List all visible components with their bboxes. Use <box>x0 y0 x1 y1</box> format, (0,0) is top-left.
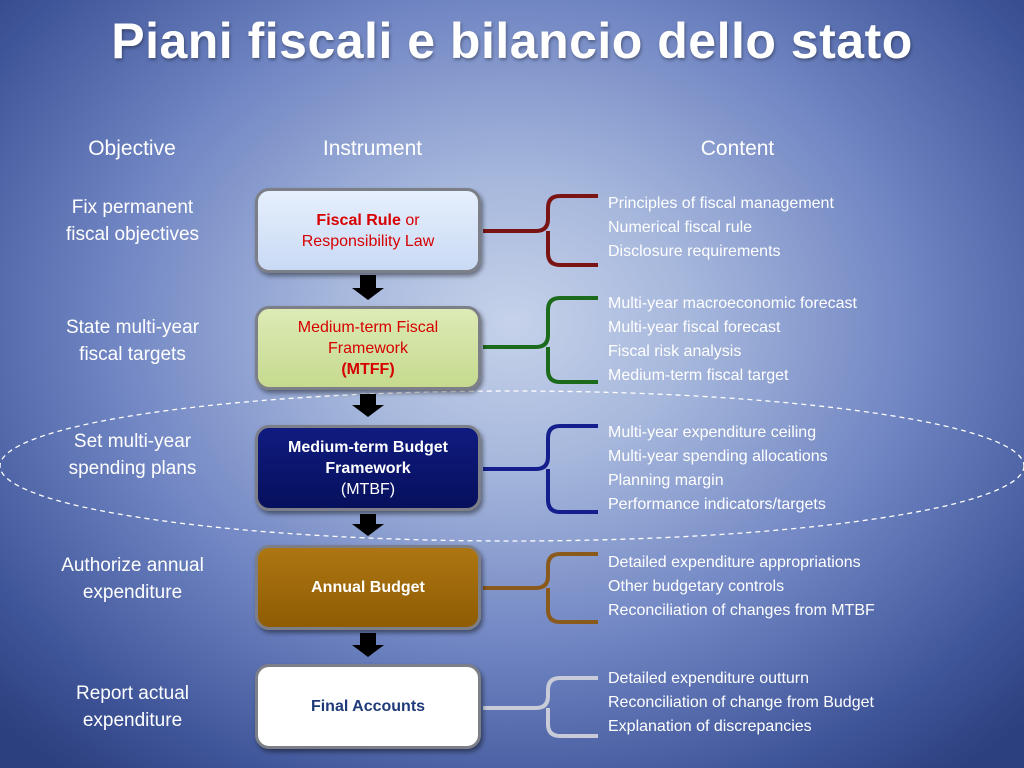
column-header-instrument: Instrument <box>322 137 423 160</box>
down-arrow-icon <box>352 514 384 536</box>
mtbf-acronym: (MTBF) <box>340 480 396 498</box>
objective-line: Authorize annual <box>61 555 204 576</box>
fiscal-rule-bold: Fiscal Rule <box>316 211 401 229</box>
fiscal-rule-line1: Fiscal Rule or <box>316 210 419 231</box>
objective-line: fiscal objectives <box>65 224 200 245</box>
box-annual-budget: Annual Budget <box>255 545 481 630</box>
content-list-mtbf: Multi-year expenditure ceiling Multi-yea… <box>608 421 1018 517</box>
content-list-final-accounts: Detailed expenditure outturn Reconciliat… <box>608 667 1018 739</box>
content-list-fiscal-rule: Principles of fiscal management Numerica… <box>608 192 1018 264</box>
mtff-line2: Framework <box>327 339 408 357</box>
content-item: Reconciliation of changes from MTBF <box>608 602 875 619</box>
mtbf-line1: Medium-term Budget <box>288 438 448 456</box>
content-item: Multi-year fiscal forecast <box>608 319 781 336</box>
fiscal-rule-or: or <box>400 211 420 229</box>
objective-set-spending-plans: Set multi-year spending plans <box>40 428 225 482</box>
down-arrow-icon <box>352 275 384 300</box>
objective-line: spending plans <box>68 458 197 479</box>
slide-title: Piani fiscali e bilancio dello stato <box>111 13 913 69</box>
bracket-mtff <box>483 296 598 384</box>
objective-line: Fix permanent <box>71 197 194 218</box>
content-item: Fiscal risk analysis <box>608 343 742 360</box>
mtff-acronym: (MTFF) <box>341 360 395 378</box>
mtbf-line2: Framework <box>325 459 411 477</box>
annual-budget-label: Annual Budget <box>311 579 425 596</box>
mtff-line1: Medium-term Fiscal <box>297 318 439 336</box>
content-item: Performance indicators/targets <box>608 496 826 513</box>
bracket-mtbf <box>483 424 598 514</box>
down-arrow-icon <box>352 633 384 657</box>
objective-line: Report actual <box>75 683 189 704</box>
objective-line: expenditure <box>82 710 183 731</box>
content-item: Disclosure requirements <box>608 243 781 260</box>
content-item: Detailed expenditure outturn <box>608 670 810 687</box>
objective-state-multi-year: State multi-year fiscal targets <box>40 314 225 368</box>
objective-line: State multi-year <box>65 317 200 338</box>
objective-fix-permanent: Fix permanent fiscal objectives <box>40 194 225 248</box>
content-item: Explanation of discrepancies <box>608 718 812 735</box>
content-item: Principles of fiscal management <box>608 195 834 212</box>
down-arrow-icon <box>352 394 384 417</box>
objective-line: Set multi-year <box>73 431 192 452</box>
content-item: Detailed expenditure appropriations <box>608 554 861 571</box>
bracket-annual-budget <box>483 552 598 624</box>
content-item: Multi-year macroeconomic forecast <box>608 295 857 312</box>
content-item: Reconciliation of change from Budget <box>608 694 874 711</box>
column-header-content: Content <box>700 137 775 160</box>
objective-line: expenditure <box>82 582 183 603</box>
box-fiscal-rule: Fiscal Rule or Responsibility Law <box>255 188 481 273</box>
bracket-fiscal-rule <box>483 194 598 267</box>
content-item: Numerical fiscal rule <box>608 219 753 236</box>
bracket-final-accounts <box>483 676 598 738</box>
box-mtff: Medium-term Fiscal Framework (MTFF) <box>255 306 481 390</box>
box-mtbf: Medium-term Budget Framework (MTBF) <box>255 425 481 511</box>
content-item: Other budgetary controls <box>608 578 785 595</box>
final-accounts-label: Final Accounts <box>310 698 426 715</box>
content-item: Multi-year spending allocations <box>608 448 828 465</box>
column-header-objective: Objective <box>88 137 176 160</box>
box-final-accounts: Final Accounts <box>255 664 481 749</box>
objective-report-actual: Report actual expenditure <box>40 680 225 734</box>
content-item: Planning margin <box>608 472 724 489</box>
content-item: Medium-term fiscal target <box>608 367 789 384</box>
responsibility-law: Responsibility Law <box>301 232 435 250</box>
content-list-mtff: Multi-year macroeconomic forecast Multi-… <box>608 292 1018 388</box>
content-list-annual-budget: Detailed expenditure appropriations Othe… <box>608 551 1018 623</box>
objective-authorize-annual: Authorize annual expenditure <box>40 552 225 606</box>
content-item: Multi-year expenditure ceiling <box>608 424 817 441</box>
objective-line: fiscal targets <box>79 344 186 365</box>
